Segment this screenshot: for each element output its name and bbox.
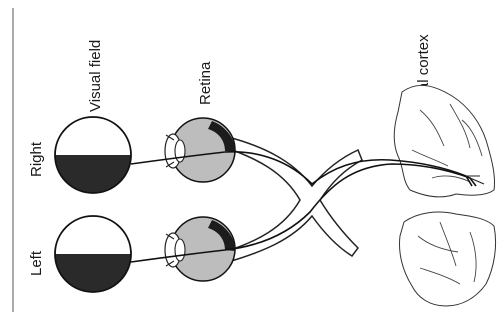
label-right: Right	[28, 141, 45, 177]
label-retina: Retina	[197, 61, 214, 105]
visual-cortex-upper	[394, 85, 494, 197]
hemifield-shaded-right	[55, 155, 131, 193]
label-left: Left	[28, 250, 45, 276]
eye-top	[165, 118, 235, 182]
optic-chiasm	[224, 137, 362, 262]
visual-field-left	[55, 216, 131, 292]
lens-bottom	[175, 239, 185, 261]
visual-field-right	[55, 117, 131, 193]
hemifield-shaded-left	[55, 254, 131, 292]
eye-bottom	[165, 217, 235, 281]
label-visual-field: Visual field	[87, 40, 104, 112]
visual-cortex-lower	[400, 212, 496, 306]
